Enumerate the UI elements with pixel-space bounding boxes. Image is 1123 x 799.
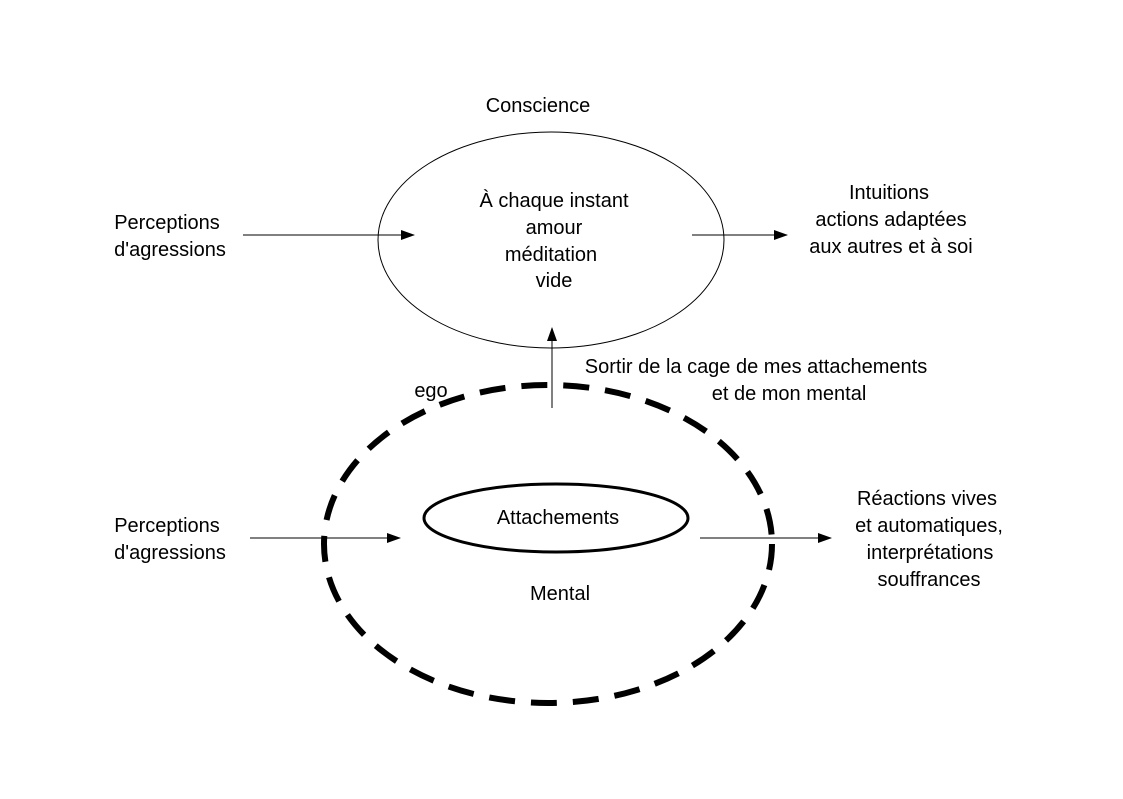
- conscience-line-1: À chaque instant: [480, 189, 629, 212]
- conscience-title: Conscience: [486, 95, 591, 117]
- top-output-line-1: Intuitions: [849, 182, 929, 204]
- attachements-ellipse: [422, 482, 690, 554]
- bottom-input-line-1: Perceptions: [114, 515, 220, 537]
- attachements-label: Attachements: [497, 507, 619, 529]
- bottom-output-line-3: interprétations: [867, 542, 994, 564]
- top-input-line-1: Perceptions: [114, 212, 220, 234]
- mental-label: Mental: [530, 583, 590, 605]
- top-input-line-2: d'agressions: [114, 239, 226, 261]
- conscience-line-2: amour: [526, 217, 583, 239]
- transition-line-2: et de mon mental: [712, 383, 867, 405]
- top-output-line-2: actions adaptées: [815, 209, 966, 231]
- ego-label: ego: [414, 380, 447, 402]
- transition-line-1: Sortir de la cage de mes attachements: [585, 356, 927, 378]
- conscience-line-4: vide: [536, 270, 573, 292]
- bottom-output-line-1: Réactions vives: [857, 488, 997, 510]
- bottom-input-line-2: d'agressions: [114, 542, 226, 564]
- ego-dashed-ellipse: [321, 382, 775, 706]
- bottom-output-line-2: et automatiques,: [855, 515, 1003, 537]
- bottom-output-line-4: souffrances: [877, 569, 980, 591]
- top-output-line-3: aux autres et à soi: [809, 236, 972, 258]
- conscience-ellipse: [377, 131, 725, 349]
- conscience-line-3: méditation: [505, 244, 597, 266]
